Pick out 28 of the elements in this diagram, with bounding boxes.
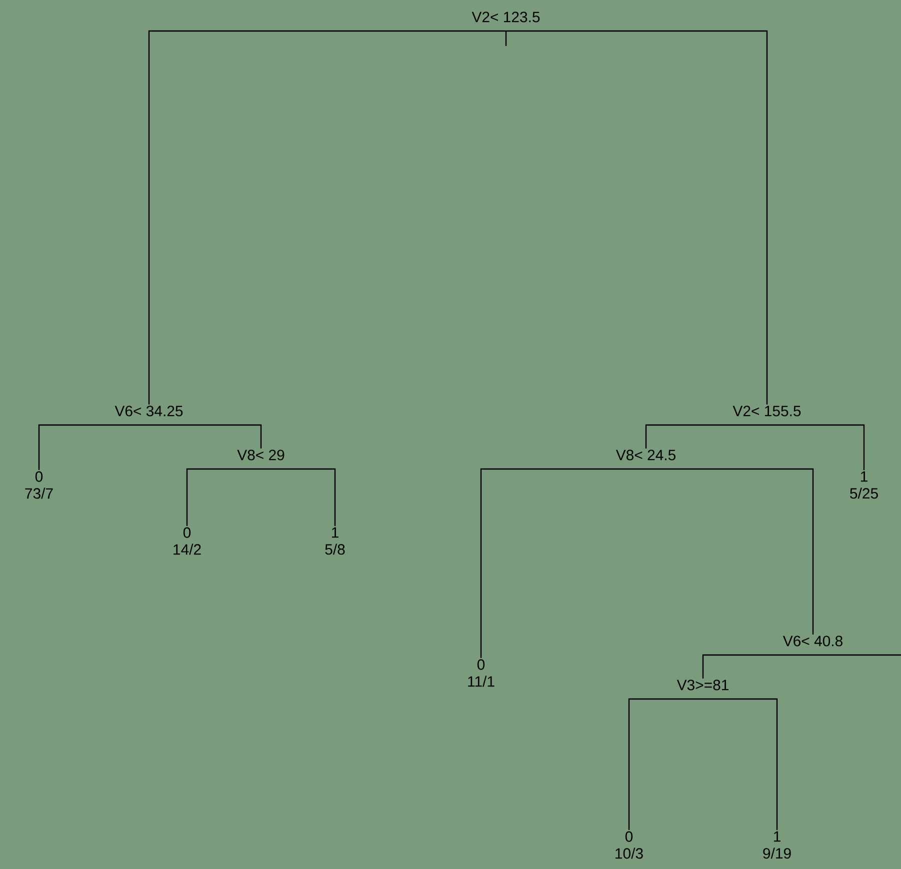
split-label: V8< 29 (237, 450, 284, 460)
tree-branch (646, 468, 814, 634)
split-label: V3>=81 (676, 680, 728, 690)
leaf-label: 0 11/1 (468, 659, 494, 687)
leaf-label: 1 5/8 (325, 527, 345, 555)
tree-branch (186, 468, 261, 526)
split-label: V2< 123.5 (472, 12, 540, 22)
tree-branch (261, 468, 336, 526)
tree-branch (149, 424, 262, 448)
tree-branch (480, 468, 646, 658)
tree-branch (813, 654, 901, 656)
tree-branch (703, 698, 778, 830)
tree-branch (645, 424, 767, 448)
leaf-label: 0 10/3 (616, 831, 643, 859)
tree-branch (767, 424, 865, 470)
tree-branch (702, 654, 813, 678)
tree-branch (148, 30, 506, 404)
tree-branch (506, 30, 768, 404)
split-label: V2< 155.5 (732, 406, 801, 416)
split-label: V6< 40.8 (782, 636, 842, 646)
leaf-label: 1 5/25 (850, 471, 878, 499)
split-label: V8< 24.5 (616, 450, 676, 460)
leaf-label: 0 14/2 (174, 527, 201, 555)
tree-branch (628, 698, 703, 830)
tree-branch (38, 424, 149, 470)
leaf-label: 0 73/7 (25, 471, 53, 499)
leaf-label: 1 9/19 (763, 831, 791, 859)
split-label: V6< 34.25 (114, 406, 183, 416)
